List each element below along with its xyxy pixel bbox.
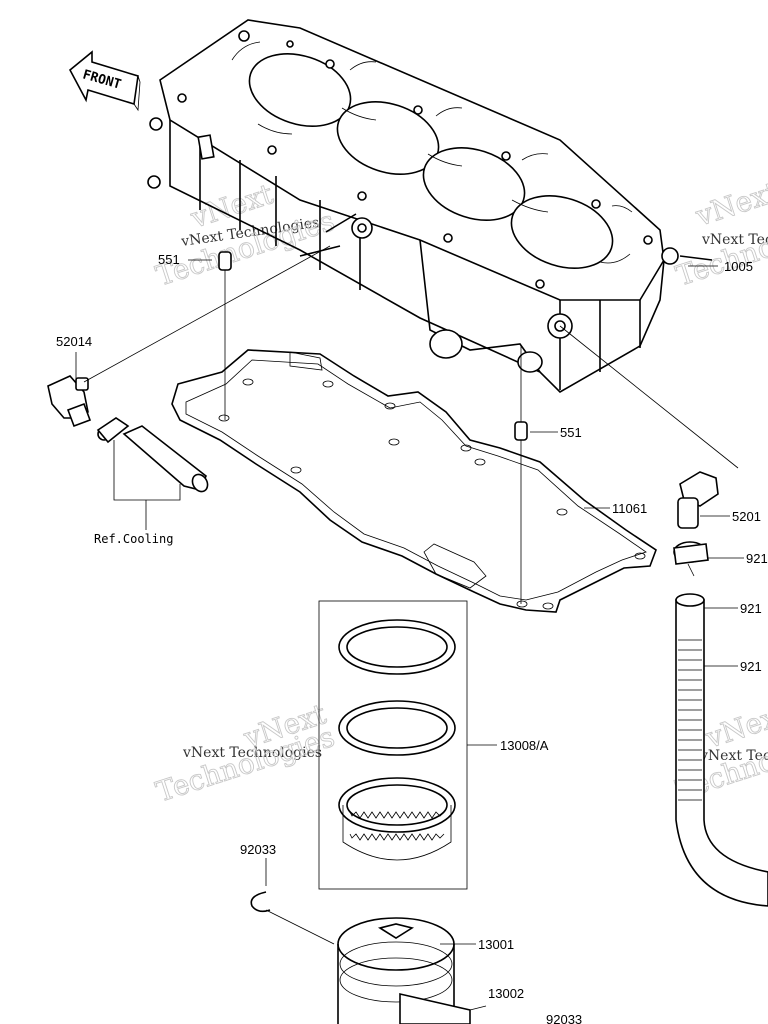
label-circlip-lower[interactable]: 92033 (546, 1012, 582, 1024)
front-arrow: FRONT (68, 50, 141, 112)
piston-ring-set (318, 600, 497, 890)
dowel-pin-left (218, 251, 232, 420)
label-ref-cooling[interactable]: Ref.Cooling (94, 532, 173, 546)
svg-text:vNext Technologies: vNext Technologies (699, 748, 768, 764)
label-piston[interactable]: 13001 (478, 937, 514, 952)
piston (337, 917, 487, 1024)
label-clamp-right[interactable]: 921 (746, 551, 768, 566)
label-hose-right-mid[interactable]: 921 (740, 659, 762, 674)
label-gasket[interactable]: 11061 (612, 501, 647, 516)
label-ring-set[interactable]: 13008/A (500, 738, 549, 753)
cylinder-block (147, 19, 713, 393)
circlip (250, 858, 335, 945)
label-fitting-left[interactable]: 52014 (56, 334, 92, 349)
right-fitting-assembly (559, 325, 739, 577)
label-fitting-right[interactable]: 5201 (732, 509, 761, 524)
dowel-pin-right (514, 346, 528, 604)
right-hose (675, 593, 768, 907)
leader-lines (75, 259, 744, 667)
label-hose-right-top[interactable]: 921 (740, 601, 762, 616)
label-dowel-right[interactable]: 551 (560, 425, 582, 440)
label-circlip[interactable]: 92033 (240, 842, 276, 857)
svg-text:vNext Technologies: vNext Technologies (182, 745, 322, 761)
label-dowel-left[interactable]: 551 (158, 252, 180, 267)
svg-text:vNext Technologies: vNext Technologies (701, 232, 768, 248)
label-pin[interactable]: 13002 (488, 986, 524, 1001)
head-gasket (171, 349, 657, 613)
left-fitting-assembly (47, 245, 331, 530)
svg-text:vNext: vNext (691, 175, 768, 233)
svg-text:vNext: vNext (701, 697, 768, 755)
label-cylinder[interactable]: 1005 (724, 259, 753, 274)
